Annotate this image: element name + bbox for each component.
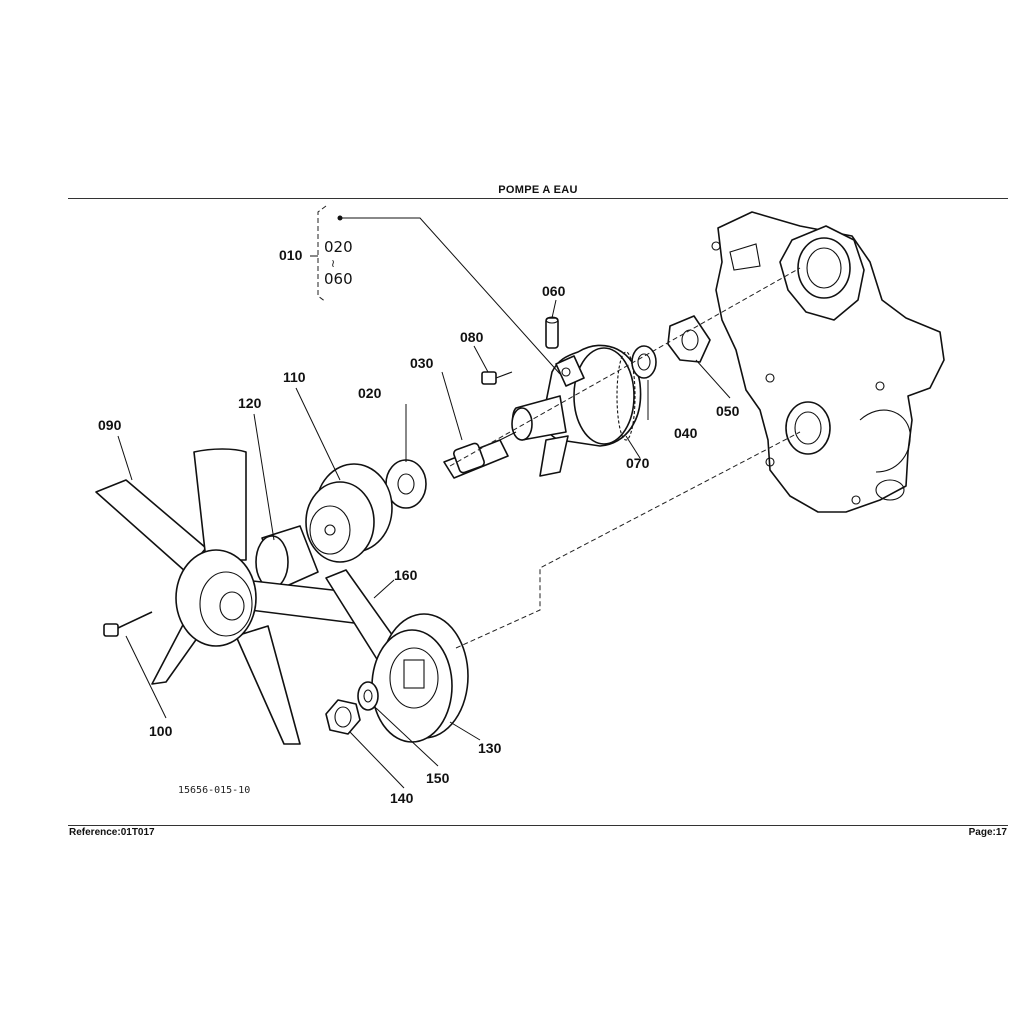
callout-010: 010	[279, 247, 303, 263]
footer-rule	[68, 825, 1008, 826]
fan-spacer	[255, 525, 319, 589]
water-pump-body	[511, 344, 642, 477]
callout-060: 060	[542, 283, 566, 299]
engine-gear-case	[711, 211, 945, 513]
lower-axis-line	[455, 431, 801, 649]
group-range-to: 060	[324, 270, 353, 288]
group-leader-dot	[337, 215, 343, 221]
shaft-bearing	[443, 431, 517, 479]
callout-100: 100	[149, 723, 173, 739]
impeller	[667, 315, 711, 363]
callout-020: 020	[358, 385, 382, 401]
page-number: Page:17	[968, 827, 1007, 838]
pump-gasket	[616, 351, 636, 441]
drawing-code: 15656-015-10	[178, 785, 250, 796]
pump-bolt	[481, 371, 513, 385]
callout-120: 120	[238, 395, 262, 411]
callout-160: 160	[394, 567, 418, 583]
callout-040: 040	[674, 425, 698, 441]
callout-030: 030	[410, 355, 434, 371]
crank-nut	[325, 699, 361, 735]
pump-pin	[545, 316, 559, 349]
group-range-from: 020	[324, 238, 353, 256]
callout-140: 140	[390, 790, 414, 806]
callout-150: 150	[426, 770, 450, 786]
crank-pulley	[371, 613, 469, 743]
callout-090: 090	[98, 417, 122, 433]
cooling-fan	[95, 448, 363, 745]
callout-110: 110	[283, 369, 306, 385]
callout-050: 050	[716, 403, 740, 419]
group-range-separator: ≀	[331, 257, 335, 270]
page-title: POMPE A EAU	[498, 184, 578, 196]
header-rule	[68, 198, 1008, 199]
upper-axis-line	[449, 267, 801, 467]
washer	[357, 681, 379, 711]
mechanical-seal	[631, 345, 657, 379]
group-bracket	[317, 205, 327, 303]
fan-pulley	[305, 463, 393, 563]
callout-070: 070	[626, 455, 650, 471]
callout-080: 080	[460, 329, 484, 345]
reference-label: Reference:01T017	[69, 827, 155, 838]
callout-130: 130	[478, 740, 502, 756]
group-leader-line	[342, 217, 561, 375]
fan-bolt	[103, 611, 153, 637]
callout-leaders	[117, 299, 731, 789]
